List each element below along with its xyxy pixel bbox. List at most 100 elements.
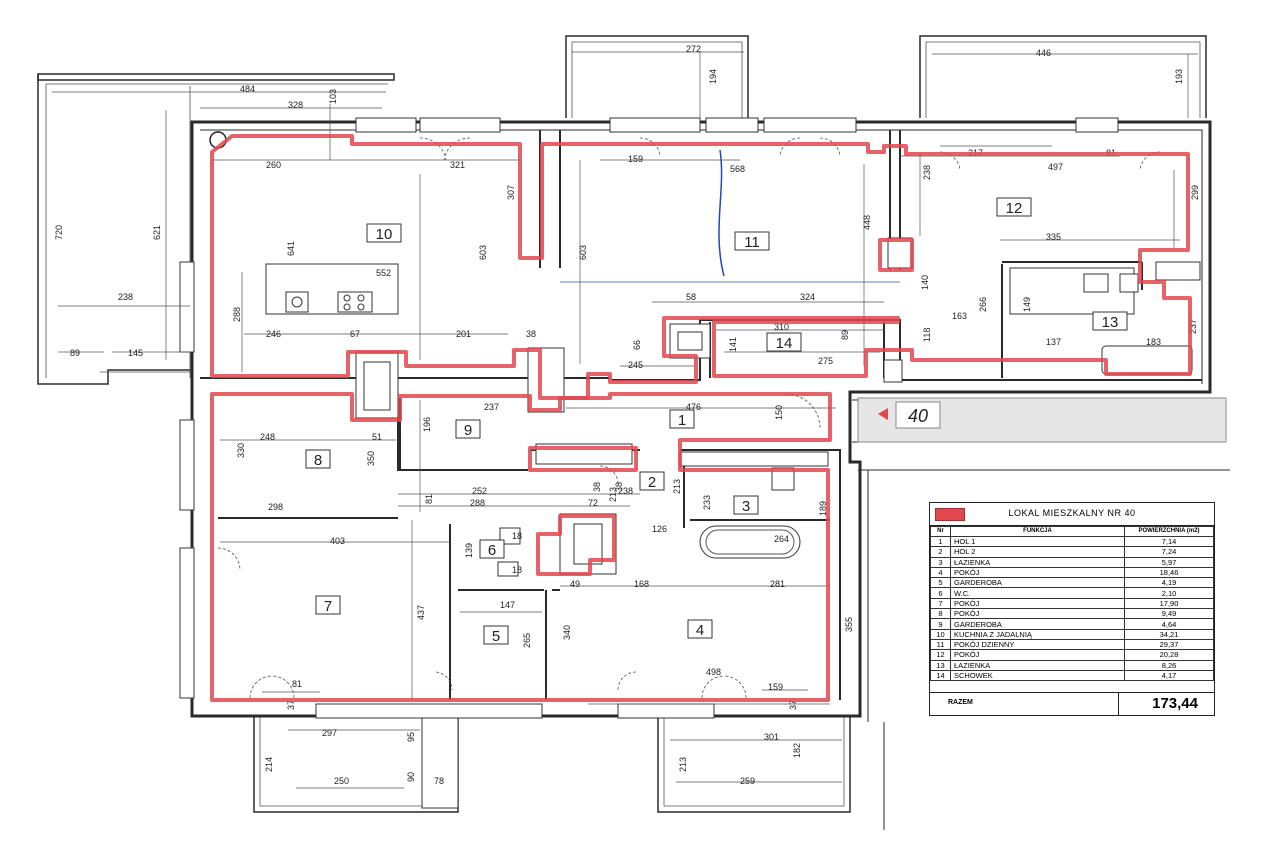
dimension-label: 193 — [1174, 69, 1184, 84]
legend-table: LOKAL MIESZKALNY NR 40 Nr FUNKCJA POWIER… — [929, 502, 1215, 716]
dimension-label: 476 — [686, 402, 701, 412]
legend-row-area: 4,64 — [1124, 618, 1214, 630]
dimension-label: 194 — [708, 69, 718, 84]
dimension-label: 213 — [608, 487, 618, 502]
dimension-label: 448 — [862, 215, 872, 230]
legend-row-function: POKÓJ DZIENNY — [950, 638, 1125, 651]
dimension-label: 118 — [922, 328, 932, 342]
dimension-label: 446 — [1036, 48, 1051, 58]
legend-row-number: 11 — [930, 638, 951, 651]
dimension-label: 213 — [678, 757, 688, 772]
dimension-label: 238 — [922, 165, 932, 180]
legend-row-area: 9,49 — [1124, 608, 1214, 620]
dimension-label: 213 — [672, 479, 682, 494]
room-label: 8 — [305, 449, 331, 469]
dimension-label: 340 — [562, 625, 572, 640]
room-label: 9 — [455, 419, 481, 439]
dimension-label: 103 — [328, 89, 338, 104]
dimension-label: 140 — [920, 275, 930, 290]
svg-text:10: 10 — [376, 226, 393, 243]
dimension-label: 250 — [334, 776, 349, 786]
room-label: 11 — [734, 231, 770, 251]
room-label: 6 — [479, 539, 505, 559]
unit-number: 40 — [908, 406, 928, 426]
col-area: POWIERZCHNIA (m2) — [1124, 526, 1214, 537]
dimension-label: 324 — [800, 292, 815, 302]
sink-icon — [285, 291, 309, 313]
room-label: 10 — [366, 223, 402, 243]
legend-row-area: 4,19 — [1124, 577, 1214, 589]
legend-row-number: 10 — [930, 628, 951, 640]
legend-row-number: 14 — [930, 669, 951, 682]
dimension-label: 252 — [472, 486, 487, 496]
legend-row-area: 17,90 — [1124, 597, 1214, 610]
legend-row-number: 6 — [930, 587, 951, 599]
room-label: 14 — [766, 332, 802, 352]
dimension-label: 196 — [422, 417, 432, 432]
legend-row-function: GARDEROBA — [950, 577, 1125, 589]
dimension-label: 330 — [236, 443, 246, 458]
legend-row-function: W.C. — [950, 587, 1125, 599]
col-function: FUNKCJA — [950, 526, 1125, 537]
legend-header: LOKAL MIESZKALNY NR 40 — [930, 503, 1214, 526]
dimension-label: 51 — [372, 432, 382, 442]
dimension-label: 238 — [118, 292, 133, 302]
fixtures — [265, 149, 1193, 577]
dimension-label: 552 — [376, 268, 391, 278]
dimension-label: 266 — [978, 297, 988, 312]
dimension-label: 141 — [728, 337, 738, 352]
door-swings — [217, 137, 1161, 699]
legend-swatch — [935, 508, 965, 521]
dimension-label: 498 — [706, 667, 721, 677]
dimension-label: 301 — [764, 732, 779, 742]
legend-row-area: 8,26 — [1124, 659, 1214, 671]
dimension-label: 621 — [152, 225, 162, 240]
total-value: 173,44 — [1152, 695, 1198, 712]
dimension-label: 237 — [484, 402, 499, 412]
dimension-label: 321 — [450, 160, 465, 170]
dimension-label: 245 — [628, 360, 643, 370]
dimension-label: 288 — [232, 307, 242, 322]
legend-row-area: 4,17 — [1124, 669, 1214, 682]
legend-row-area: 18,46 — [1124, 566, 1214, 579]
dimension-label: 137 — [1046, 337, 1061, 347]
svg-text:3: 3 — [742, 498, 750, 515]
dimension-label: 126 — [652, 524, 667, 534]
balcony-bottom-left — [253, 716, 459, 813]
legend-row-function: POKÓJ — [950, 608, 1125, 620]
dimension-label: 183 — [1146, 337, 1161, 347]
balcony-top-right — [919, 35, 1207, 118]
col-nr: Nr — [930, 526, 951, 537]
legend-row-number: 4 — [930, 566, 951, 579]
outer-walls — [179, 117, 1230, 830]
dimension-label: 66 — [632, 340, 642, 350]
legend-row-number: 5 — [930, 577, 951, 589]
dimension-label: 78 — [434, 776, 444, 786]
dimension-label: 89 — [70, 348, 80, 358]
dimension-label: 38 — [614, 482, 624, 492]
total-label: RAZEM — [948, 699, 973, 706]
dimension-label: 355 — [844, 617, 854, 632]
dimension-label: 159 — [768, 682, 783, 692]
balcony-bottom-right — [657, 716, 851, 813]
legend-row-function: SCHOWEK — [950, 669, 1125, 682]
dimension-label: 81 — [424, 494, 434, 504]
svg-text:1: 1 — [678, 412, 686, 429]
legend-row-number: 2 — [930, 546, 951, 558]
legend-row-number: 12 — [930, 649, 951, 661]
dimension-label: 147 — [500, 600, 515, 610]
dimension-label: 37 — [286, 700, 296, 710]
dimension-label: 58 — [686, 292, 696, 302]
legend-row-number: 8 — [930, 608, 951, 620]
legend-row-function: ŁAZIENKA — [950, 659, 1125, 671]
legend-row-area: 5,97 — [1124, 556, 1214, 568]
dimension-label: 299 — [1190, 185, 1200, 200]
